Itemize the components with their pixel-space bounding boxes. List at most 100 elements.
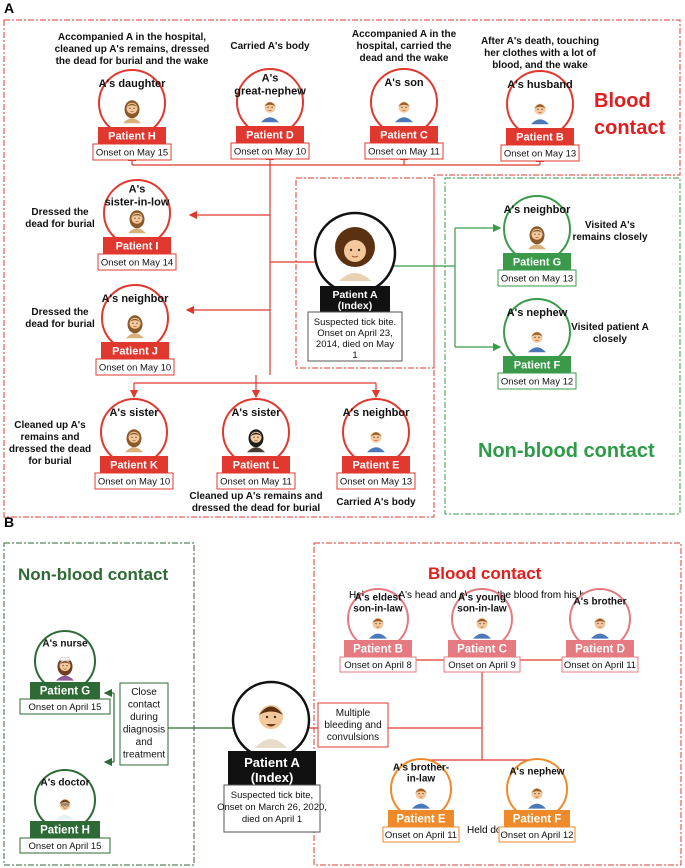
relation-label: A's sister bbox=[109, 407, 159, 419]
onset-label: Onset on May 10 bbox=[99, 363, 171, 374]
index-avatar-icon bbox=[255, 705, 287, 748]
onset-label: Onset on May 14 bbox=[101, 258, 173, 269]
person-avatar-icon bbox=[247, 429, 265, 453]
panel-a-edges bbox=[127, 151, 545, 399]
patient-name-bar bbox=[344, 640, 412, 657]
onset-box bbox=[497, 269, 577, 287]
contact-description: closely bbox=[593, 334, 627, 345]
contact-description: Visited patient A bbox=[571, 322, 649, 333]
relation-label: A's brother- bbox=[393, 762, 449, 773]
onset-label: Onset on May 13 bbox=[504, 149, 576, 160]
patient-name-bar bbox=[101, 342, 169, 359]
onset-label: Onset on April 12 bbox=[501, 830, 574, 841]
onset-label: Onset on April 8 bbox=[344, 660, 412, 671]
index-name-bar bbox=[228, 751, 316, 785]
onset-box bbox=[382, 826, 460, 843]
onset-box bbox=[443, 656, 521, 673]
patient-name-bar bbox=[506, 128, 574, 145]
contact-description: Dressed the bbox=[31, 207, 89, 218]
patient-name-bar bbox=[236, 126, 304, 143]
onset-box bbox=[497, 372, 577, 390]
close-contact-text: during bbox=[130, 712, 158, 723]
patient-name-bar bbox=[100, 456, 168, 473]
relation-label: A's nephew bbox=[507, 307, 568, 319]
contact-description: for burial bbox=[28, 456, 72, 467]
index-note: Onset on March 26, 2020, bbox=[217, 802, 327, 813]
index-patient-b: Patient A(Index)Suspected tick bite,Onse… bbox=[217, 680, 327, 833]
index-name: Patient A bbox=[244, 755, 300, 770]
person-avatar-icon bbox=[123, 100, 141, 124]
relation-label: A's son bbox=[384, 77, 424, 89]
onset-label: Onset on April 11 bbox=[564, 660, 636, 671]
patient-name: Patient F bbox=[514, 360, 561, 372]
patient-name-bar bbox=[566, 640, 634, 657]
person-avatar-icon bbox=[395, 101, 413, 123]
person-avatar-icon bbox=[528, 331, 546, 353]
non-blood-contact-title-b: Non-blood contact bbox=[18, 565, 168, 584]
patient-name-bar bbox=[222, 456, 290, 473]
blood-contact-title-a-line2: contact bbox=[594, 117, 665, 139]
onset-label: Onset on May 13 bbox=[501, 274, 573, 285]
relation-label: great-nephew bbox=[234, 86, 306, 98]
person-avatar-icon bbox=[528, 788, 546, 809]
person-avatar-icon bbox=[591, 618, 609, 639]
panel-b-nodes: ClosecontactduringdiagnosisandtreatmentM… bbox=[19, 588, 639, 854]
relation-label: A's doctor bbox=[40, 778, 89, 789]
index-note: Onset on April 23, bbox=[317, 328, 393, 339]
blood-contact-title-a-line1: Blood bbox=[594, 90, 651, 112]
contact-description: dead for burial bbox=[25, 219, 95, 230]
index-name-sub: (Index) bbox=[251, 770, 294, 785]
contact-description: After A's death, touching bbox=[481, 36, 599, 47]
non-blood-contact-region-a bbox=[444, 177, 681, 515]
relation-label: A's neighbor bbox=[504, 204, 572, 216]
relation-label: A's husband bbox=[507, 79, 573, 91]
patient-name: Patient B bbox=[516, 132, 564, 144]
patient-name: Patient F bbox=[513, 814, 562, 826]
onset-label: Onset on May 13 bbox=[340, 477, 412, 488]
onset-box bbox=[230, 142, 310, 160]
person-avatar-icon bbox=[473, 618, 491, 639]
contact-description: remains and bbox=[21, 432, 80, 443]
person-avatar-icon bbox=[56, 657, 74, 681]
index-note: 2014, died on May bbox=[316, 339, 394, 350]
contact-description: dressed the dead for burial bbox=[192, 503, 321, 514]
patient-name: Patient C bbox=[380, 130, 428, 142]
person-avatar-icon bbox=[128, 210, 146, 234]
index-name-sub: (Index) bbox=[338, 300, 372, 312]
close-contact-text: Close bbox=[131, 687, 157, 698]
relation-label: A's bbox=[129, 184, 146, 196]
person-avatar-icon bbox=[126, 315, 144, 339]
relation-label: son-in-law bbox=[457, 603, 507, 614]
index-region-a bbox=[295, 177, 435, 369]
contact-description: Visited A's bbox=[585, 220, 636, 231]
patient-name-bar bbox=[103, 237, 171, 254]
close-contact-text: diagnosis bbox=[123, 725, 165, 736]
onset-box bbox=[336, 472, 416, 490]
relation-label: A's daughter bbox=[99, 78, 167, 90]
patient-name-bar bbox=[503, 253, 571, 270]
relation-label: A's young bbox=[458, 592, 506, 603]
onset-box bbox=[97, 253, 177, 271]
bleeding-box bbox=[317, 702, 389, 748]
index-note: died on April 1 bbox=[242, 814, 302, 825]
onset-box bbox=[216, 472, 296, 490]
patient-name: Patient D bbox=[575, 644, 625, 656]
relation-label: A's brother bbox=[574, 597, 627, 608]
index-note: Suspected tick bite. bbox=[314, 317, 396, 328]
onset-label: Onset on May 10 bbox=[98, 477, 170, 488]
onset-box bbox=[339, 656, 417, 673]
